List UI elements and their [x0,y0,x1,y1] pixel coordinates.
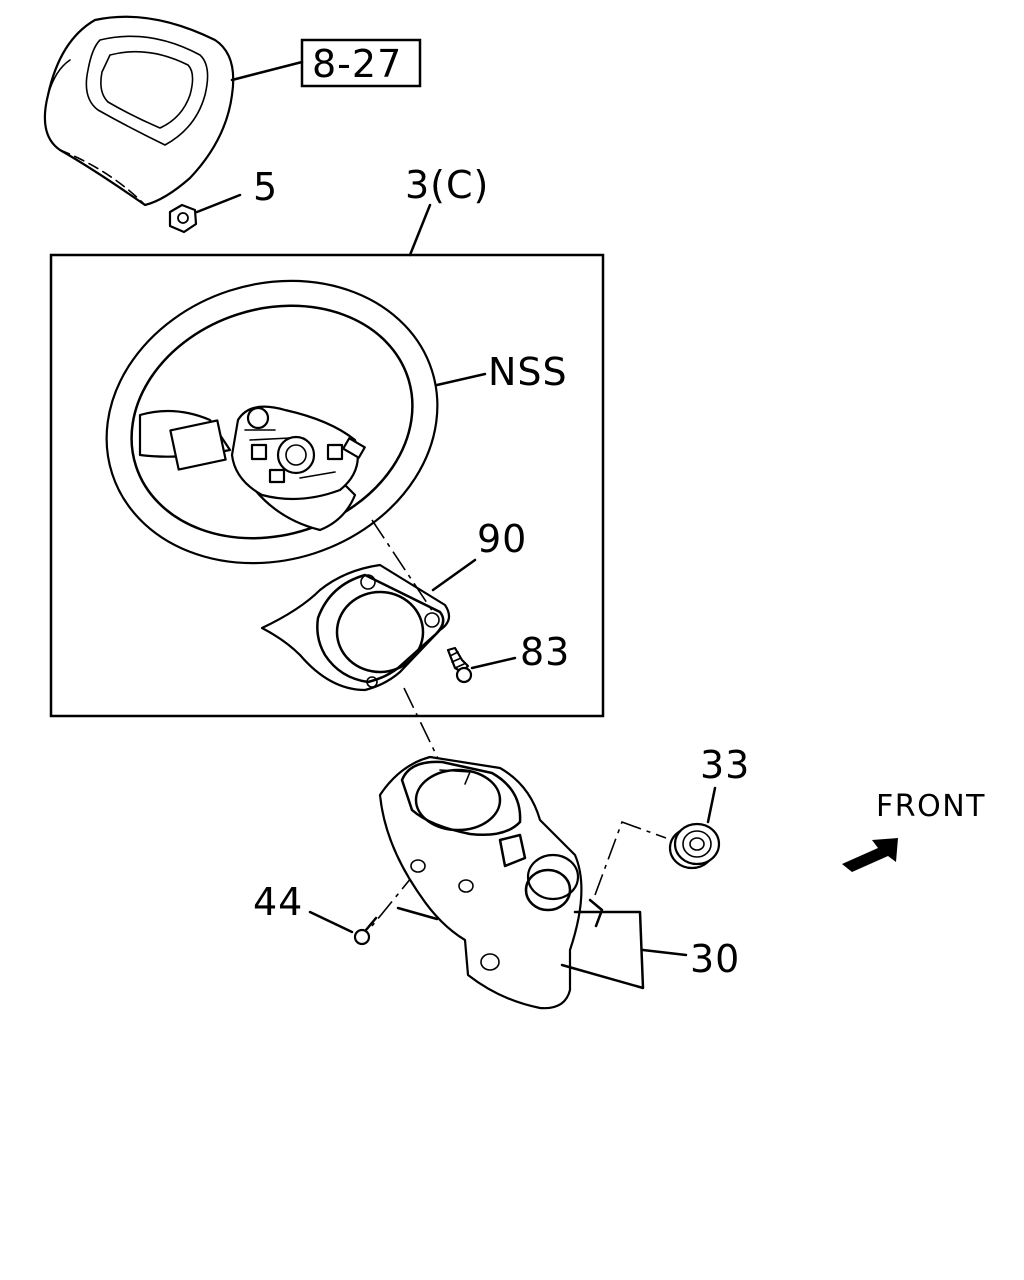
callout-30: 30 [690,937,740,981]
horn-pad [43,15,235,207]
callout-nss: NSS [488,350,568,394]
nss-callout: NSS [435,350,568,394]
cover-90: 90 [260,517,527,692]
front-indicator: FRONT [842,789,986,872]
nut-5: 5 [168,165,278,234]
screw-83: 83 [446,630,570,684]
front-label: FRONT [876,789,986,824]
callout-90: 90 [477,517,527,561]
front-arrow-icon [842,838,898,872]
callout-83: 83 [520,630,570,674]
steering-wheel [105,279,439,565]
callout-5: 5 [253,165,278,209]
grommet-33: 33 [668,743,750,870]
callout-33: 33 [700,743,750,787]
ref-callout-8-27: 8-27 [230,38,422,88]
ref-page-label: 8-27 [312,42,402,86]
wheel-assembly-group: 3(C) [49,163,605,718]
screw-44: 44 [253,880,378,946]
callout-3c: 3(C) [405,163,489,207]
column-cover-30: 30 [378,755,740,1010]
callout-44: 44 [253,880,303,924]
